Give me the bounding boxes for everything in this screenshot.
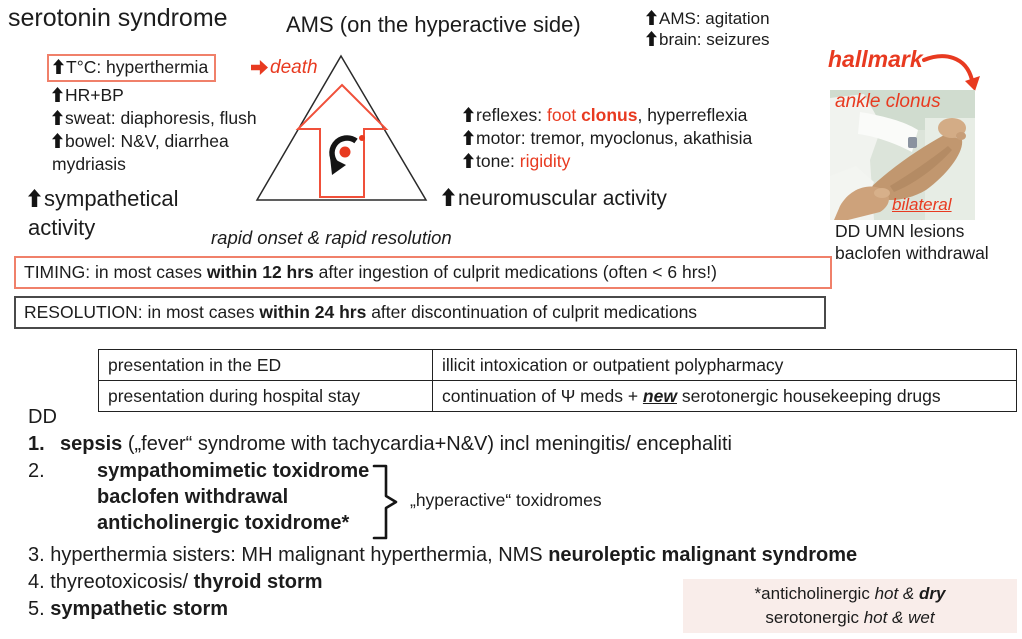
up-arrow-icon	[646, 10, 657, 25]
footnote-line-1: *anticholinergic hot & dry	[754, 584, 946, 603]
sympathetic-list: HR+BP sweat: diaphoresis, flush bowel: N…	[52, 84, 257, 176]
cell-illicit: illicit intoxication or outpatient polyp…	[432, 349, 1017, 381]
table-row: presentation in the ED illicit intoxicat…	[98, 349, 1017, 381]
photo-label-ankle-clonus: ankle clonus	[835, 91, 941, 112]
new-emphasis: new	[642, 385, 677, 406]
up-arrow-icon	[463, 107, 474, 122]
sympathetical-activity-label: sympathetical activity	[28, 186, 179, 240]
presentation-table: presentation in the ED illicit intoxicat…	[98, 349, 1017, 412]
up-arrow-icon	[28, 189, 41, 207]
resolution-banner: RESOLUTION: in most cases within 24 hrs …	[14, 296, 826, 329]
item-mydriasis: mydriasis	[52, 154, 126, 174]
item-sweat: sweat: diaphoresis, flush	[52, 107, 257, 130]
item-motor: motor: tremor, myoclonus, akathisia	[463, 127, 752, 150]
timing-banner: TIMING: in most cases within 12 hrs afte…	[14, 256, 832, 289]
dd-item-2-number: 2.	[28, 460, 45, 482]
dd-heading: DD	[28, 406, 57, 428]
dd-baclofen: baclofen withdrawal	[97, 486, 289, 508]
ankle-clonus-photo: ankle clonus bilateral	[830, 90, 975, 220]
hallmark-curved-arrow-icon	[922, 54, 980, 91]
dd-item-2-lines: sympathomimetic toxidrome baclofen withd…	[97, 458, 369, 536]
up-arrow-icon	[52, 133, 63, 148]
triangle-caption: rapid onset & rapid resolution	[211, 227, 452, 248]
item-tone: tone: rigidity	[463, 150, 752, 173]
hyperthermia-text: T°C: hyperthermia	[66, 57, 209, 77]
dd-item-4: 4. thyreotoxicosis/ thyroid storm	[28, 571, 323, 593]
cell-continuation: continuation of Ψ meds + new serotonergi…	[432, 380, 1017, 412]
dd-anticholinergic: anticholinergic toxidrome*	[97, 512, 350, 534]
footnote-line-2: serotonergic hot & wet	[765, 608, 935, 627]
dd-item-1: 1.sepsis („fever“ syndrome with tachycar…	[28, 433, 732, 455]
page-title: serotonin syndrome	[8, 4, 228, 32]
serotonin-cycle-icon	[329, 135, 365, 175]
dd-item-3: 3. hyperthermia sisters: MH malignant hy…	[28, 544, 858, 566]
up-arrow-icon	[463, 153, 474, 168]
up-arrow-icon	[52, 110, 63, 125]
ams-heading: AMS (on the hyperactive side)	[286, 12, 581, 37]
cell-presentation-hospital: presentation during hospital stay	[98, 380, 433, 412]
ams-item-agitation: AMS: agitation	[646, 8, 770, 29]
triangle-outline	[255, 54, 428, 201]
neuromuscular-list: reflexes: foot clonus, hyperreflexia mot…	[463, 104, 752, 173]
death-text: death	[270, 57, 318, 78]
dd-sympathomimetic: sympathomimetic toxidrome	[97, 460, 370, 482]
brace-icon	[372, 464, 398, 540]
ankle-clonus-photo-image	[830, 90, 975, 220]
anticholinergic-footnote: *anticholinergic hot & dry serotonergic …	[683, 579, 1017, 633]
up-arrow-icon	[442, 188, 455, 206]
up-block-arrow-icon	[295, 83, 389, 198]
hyperthermia-red-box: T°C: hyperthermia	[47, 54, 217, 82]
photo-dd-note: DD UMN lesions baclofen withdrawal	[835, 220, 989, 264]
dd-item-5: 5. sympathetic storm	[28, 598, 229, 620]
ams-list: AMS: agitation brain: seizures	[646, 8, 770, 50]
up-arrow-icon	[53, 59, 64, 74]
item-bowel: bowel: N&V, diarrhea	[52, 130, 257, 153]
death-note: death	[251, 57, 318, 79]
neuromuscular-activity-label: neuromuscular activity	[442, 187, 667, 211]
item-reflexes: reflexes: foot clonus, hyperreflexia	[463, 104, 752, 127]
triangle-diagram	[255, 54, 428, 201]
up-arrow-icon	[52, 87, 63, 102]
dd-umn-lesions: DD UMN lesions	[835, 221, 965, 241]
up-arrow-icon	[646, 31, 657, 46]
photo-label-bilateral: bilateral	[892, 195, 952, 214]
cell-presentation-ed: presentation in the ED	[98, 349, 433, 381]
hallmark-label: hallmark	[828, 46, 923, 72]
item-hr-bp: HR+BP	[52, 84, 257, 107]
dd-baclofen-withdrawal: baclofen withdrawal	[835, 243, 989, 263]
table-row: presentation during hospital stay contin…	[98, 380, 1017, 412]
ams-item-seizures: brain: seizures	[646, 29, 770, 50]
hyperactive-toxidromes-label: „hyperactive“ toxidromes	[410, 490, 602, 510]
up-arrow-icon	[463, 130, 474, 145]
